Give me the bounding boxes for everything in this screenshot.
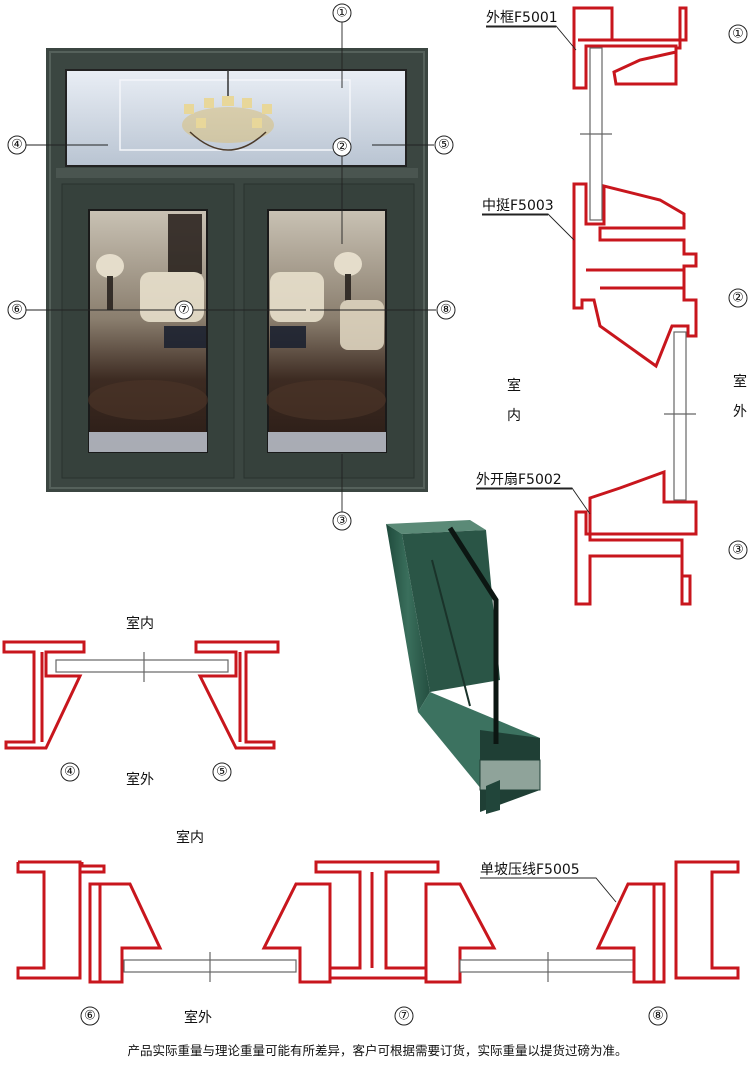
window-photo <box>46 48 428 492</box>
vertical-section-drawing: 外框F5001 中挺F5003 外开扇F5002 室 内 室 外 ① ② ③ <box>476 6 748 606</box>
callout-2: ② <box>336 140 348 155</box>
window-callouts: ① ④ ⑤ ② ⑥ ⑦ ⑧ ③ <box>7 3 456 531</box>
callout-1: ① <box>336 6 348 21</box>
section-number-1: ① <box>732 27 744 42</box>
section-number-7: ⑦ <box>398 1009 410 1024</box>
transom-section-glass <box>55 659 229 673</box>
label-outward-sash: 外开扇F5002 <box>476 472 562 488</box>
sash-outdoor-label: 室外 <box>184 1009 212 1026</box>
section-number-6: ⑥ <box>84 1009 96 1024</box>
profile-transom-frame-left <box>2 640 86 750</box>
section-number-3: ③ <box>732 543 744 558</box>
section-number-5: ⑤ <box>216 765 228 780</box>
profile-sash-frame-left <box>16 860 106 980</box>
callout-7: ⑦ <box>178 303 190 318</box>
outdoor-label-v1: 室 <box>733 373 747 390</box>
profile-transom-frame-right <box>194 640 280 750</box>
callout-6: ⑥ <box>11 303 23 318</box>
callout-5: ⑤ <box>438 138 450 153</box>
transom-outdoor-label: 室外 <box>126 771 154 788</box>
profile-extrusion-3d <box>386 520 541 814</box>
footer-note: 产品实际重量与理论重量可能有所差异，客户可根据需要订货，实际重量以提货过磅为准。 <box>127 1043 628 1058</box>
section-number-8: ⑧ <box>652 1009 664 1024</box>
label-mullion: 中挺F5003 <box>482 198 554 214</box>
glass-lower <box>673 331 687 501</box>
indoor-label-v2: 内 <box>507 408 521 424</box>
profile-outer-frame-top <box>572 6 688 90</box>
profile-sash-right <box>595 882 666 984</box>
chandelier-image <box>182 70 274 151</box>
profile-mullion <box>572 182 698 369</box>
profile-sash-center-left <box>261 882 332 984</box>
profile-outward-sash <box>574 469 698 606</box>
callout-8: ⑧ <box>440 303 452 318</box>
horizontal-section-transom: 室内 ④ ⑤ 室外 <box>2 615 280 788</box>
label-glazing-bead: 单坡压线F5005 <box>480 862 580 878</box>
sash-glass-right <box>459 959 635 973</box>
callout-3: ③ <box>336 514 348 529</box>
profile-sash-left <box>88 882 163 984</box>
profile-sash-center-right <box>424 882 497 984</box>
transom-indoor-label: 室内 <box>126 615 154 632</box>
horizontal-section-sash: 室内 单坡压线F5005 ⑥ ⑦ ⑧ 室外 <box>16 829 740 1026</box>
indoor-label-v1: 室 <box>507 377 521 394</box>
label-outer-frame: 外框F5001 <box>486 10 558 26</box>
callout-4: ④ <box>11 138 23 153</box>
profile-sash-frame-right <box>674 860 740 980</box>
profile-sash-mullion <box>314 860 440 980</box>
section-number-4: ④ <box>64 765 76 780</box>
section-number-2: ② <box>732 291 744 306</box>
outdoor-label-v2: 外 <box>733 404 747 420</box>
sash-indoor-label: 室内 <box>176 829 204 846</box>
